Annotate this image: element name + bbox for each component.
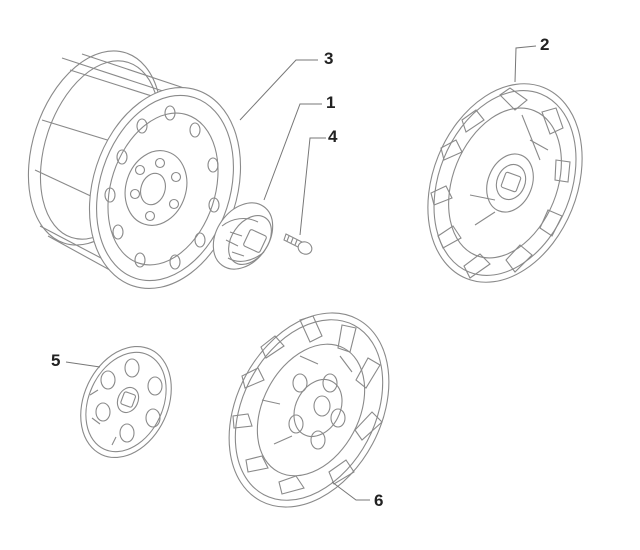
leader-lines — [65, 45, 537, 501]
wheel-bolt — [283, 233, 313, 255]
leader-line-5 — [65, 361, 101, 368]
callout-1: 1 — [326, 93, 335, 112]
leader-line-2 — [514, 45, 537, 83]
callout-6: 6 — [374, 491, 383, 510]
callout-5: 5 — [51, 351, 60, 370]
full-wheel-cover — [427, 83, 583, 283]
center-cap — [212, 202, 274, 270]
callout-3: 3 — [324, 49, 333, 68]
callout-4: 4 — [328, 127, 338, 146]
wheel-trim — [228, 312, 390, 508]
leader-line-3 — [239, 59, 318, 121]
leader-line-6 — [331, 481, 370, 501]
small-hub-cap — [80, 345, 172, 459]
leader-line-1 — [263, 103, 322, 201]
leader-line-4 — [299, 137, 326, 236]
steel-wheel-rim — [27, 50, 242, 290]
callout-2: 2 — [540, 35, 549, 54]
